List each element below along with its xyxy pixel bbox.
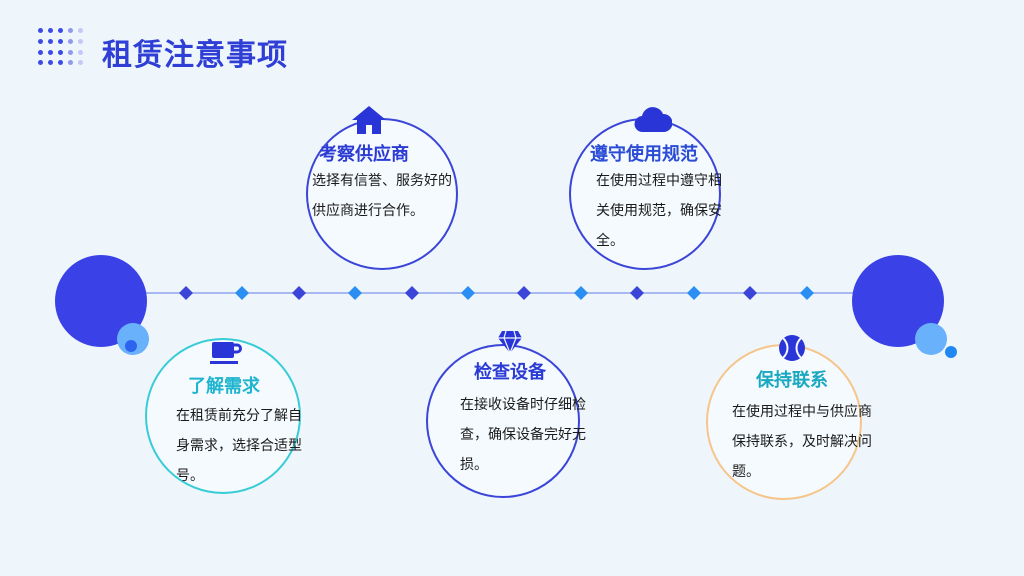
timeline-diamond-marker [517,286,531,300]
card-device-circle [426,344,580,498]
house-icon [352,106,386,134]
card-contact-circle [706,344,862,500]
timeline-diamond-marker [179,286,193,300]
card-device-heading: 检查设备 [474,362,546,383]
decorative-dot-grid [38,28,84,68]
card-understand-heading: 了解需求 [188,376,260,397]
card-contact-text: 在使用过程中与供应商保持联系，及时解决问题。 [732,404,872,480]
card-contact-heading: 保持联系 [756,370,828,391]
timeline-diamond-marker [292,286,306,300]
timeline-diamond-marker [461,286,475,300]
card-device-text: 在接收设备时仔细检查，确保设备完好无损。 [460,397,586,473]
timeline-diamond-marker [405,286,419,300]
tennis-ball-icon [779,335,805,361]
timeline-diamond-marker [800,286,814,300]
diamond-icon [498,330,522,354]
page-title: 租赁注意事项 [102,38,288,73]
timeline-diamond-marker [630,286,644,300]
card-understand-text: 在租赁前充分了解自身需求，选择合适型号。 [176,408,302,484]
timeline-diamond-marker [348,286,362,300]
card-supplier-text: 选择有信誉、服务好的供应商进行合作。 [312,173,452,219]
cloud-icon [634,107,672,133]
card-rules-heading: 遵守使用规范 [590,144,698,165]
card-supplier-circle [306,118,458,270]
card-rules-circle [569,118,721,270]
coffee-cup-icon [210,342,242,364]
timeline-diamond-marker [687,286,701,300]
timeline-diamond-marker [574,286,588,300]
card-rules-text: 在使用过程中遵守相关使用规范，确保安全。 [596,173,722,249]
card-supplier-heading: 考察供应商 [319,144,409,165]
timeline-diamond-marker [235,286,249,300]
timeline-diamond-marker [743,286,757,300]
